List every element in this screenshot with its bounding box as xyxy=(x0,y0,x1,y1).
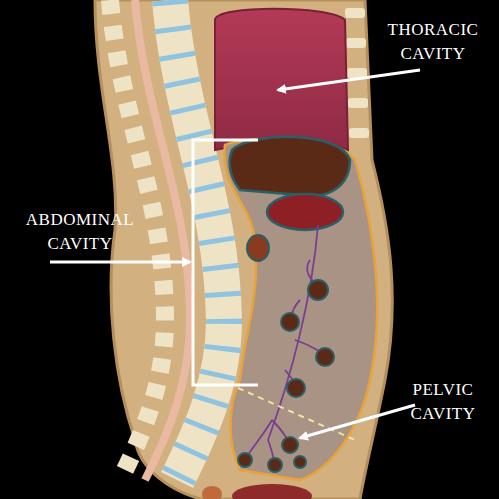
intestine-loop xyxy=(282,437,298,453)
pelvic-brim-line xyxy=(238,388,355,440)
vessels xyxy=(245,225,325,465)
vessel xyxy=(268,225,318,440)
intestine-loop xyxy=(287,379,305,397)
leader-arrow xyxy=(50,261,190,264)
ribs xyxy=(345,8,369,138)
rib xyxy=(348,98,368,108)
rib xyxy=(349,128,369,138)
intestines xyxy=(238,280,334,472)
intestine-loop xyxy=(238,453,252,467)
region-label: ABDOMINAL CAVITY xyxy=(20,208,140,256)
thoracic-region xyxy=(215,9,348,150)
liver xyxy=(230,137,350,196)
intestine-loop xyxy=(294,456,306,468)
leader-arrow xyxy=(300,405,415,438)
intestine-loop xyxy=(316,348,334,366)
spinous-processes xyxy=(110,0,165,480)
rib xyxy=(346,38,366,48)
region-label: PELVIC CAVITY xyxy=(388,378,498,426)
intestine-loop xyxy=(268,458,282,472)
bladder xyxy=(232,484,312,499)
rectum xyxy=(202,486,222,499)
stomach xyxy=(267,194,343,230)
intestine-loop xyxy=(281,313,299,331)
region-label: THORACIC CAVITY xyxy=(378,18,488,66)
leader-arrow xyxy=(278,70,420,90)
intestine-loop xyxy=(308,280,328,300)
kidney xyxy=(247,235,269,261)
rib xyxy=(345,8,365,18)
bracket xyxy=(193,140,258,385)
